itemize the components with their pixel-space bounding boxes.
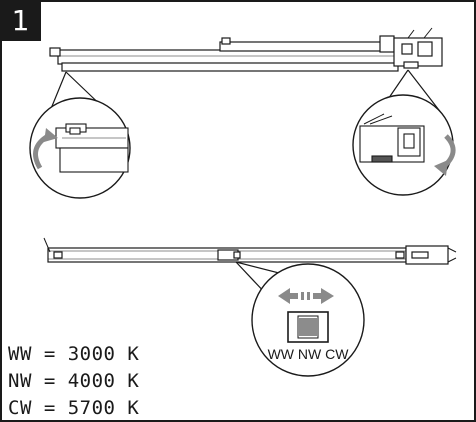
color-temp-cw: CW = 5700 K [8, 397, 140, 419]
rotate-arrow-icon [434, 160, 448, 176]
callout-line-right-2 [407, 69, 443, 115]
step-number-badge: 1 [0, 0, 41, 41]
luminaire-top-view [49, 27, 443, 72]
switch-detail-circle: WW NW CW [251, 263, 365, 377]
rotate-arrow-icon [44, 128, 58, 142]
switch-label: WW NW CW [268, 346, 350, 362]
luminaire-bottom-view [43, 237, 457, 265]
color-temp-ww: WW = 3000 K [8, 343, 140, 365]
switch-icon [287, 311, 329, 343]
detail-circle-left [29, 97, 131, 199]
color-temp-nw: NW = 4000 K [8, 370, 140, 392]
double-arrow-icon [278, 288, 334, 304]
detail-circle-right [352, 94, 456, 196]
